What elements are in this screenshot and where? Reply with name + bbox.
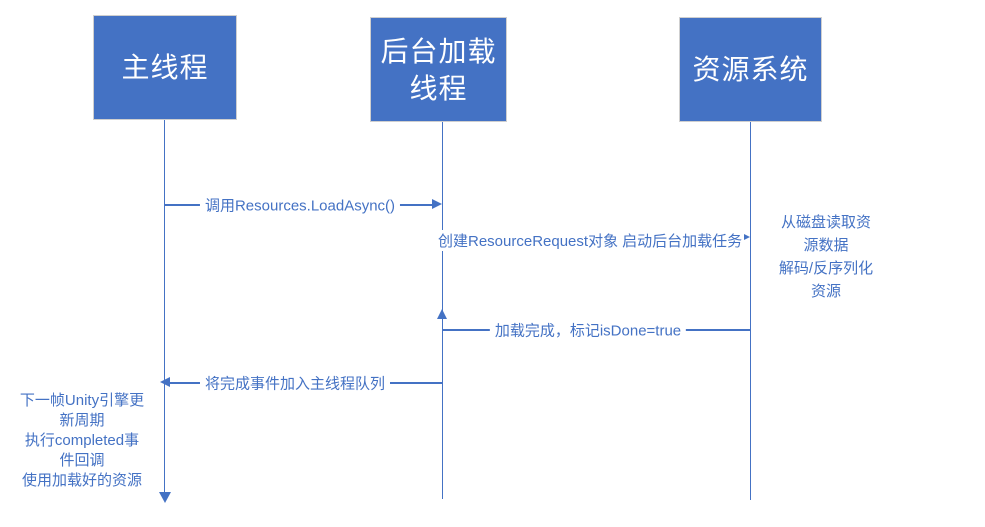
note-line: 源数据	[803, 237, 849, 254]
actor-background-thread-label: 后台加载线程	[380, 35, 497, 104]
message-label-group-background-start: 创建ResourceRequest对象 启动后台加载任务	[436, 230, 745, 251]
actor-resource-system: 资源系统	[679, 17, 822, 122]
message-label-enqueue-event: 将完成事件加入主线程队列	[199, 372, 391, 394]
note-line: 下一帧Unity引擎更	[19, 392, 145, 409]
message-label-create-request: 创建ResourceRequest对象	[436, 230, 621, 251]
note-line: 使用加载好的资源	[21, 472, 142, 489]
message-label-start-background-task: 启动后台加载任务	[620, 230, 745, 251]
note-line: 新周期	[59, 412, 105, 429]
actor-background-thread: 后台加载线程	[370, 17, 507, 122]
arrowhead-left-icon	[160, 377, 170, 387]
arrowhead-right-icon	[432, 199, 442, 209]
message-label-load-complete: 加载完成，标记isDone=true	[489, 319, 687, 341]
note-line: 件回调	[59, 452, 105, 469]
message-elbow-load-complete	[441, 317, 443, 330]
actor-resource-system-label: 资源系统	[692, 54, 809, 85]
lifeline-resource-system	[749, 122, 751, 500]
note-line: 从磁盘读取资	[780, 214, 872, 231]
note-main-thread-activity: 下一帧Unity引擎更 新周期 执行completed事 件回调 使用加载好的资…	[20, 391, 144, 491]
arrowhead-right-icon	[740, 232, 750, 242]
note-line: 资源	[810, 283, 842, 300]
note-line: 执行completed事	[24, 432, 140, 449]
arrowhead-up-icon	[436, 309, 447, 319]
arrowhead-down-icon	[158, 492, 171, 503]
message-label-call-load-async: 调用Resources.LoadAsync()	[199, 194, 401, 216]
note-line: 解码/反序列化	[778, 260, 874, 277]
actor-main-thread-label: 主线程	[121, 52, 209, 83]
lifeline-main-thread	[163, 120, 165, 492]
actor-main-thread: 主线程	[93, 15, 237, 120]
note-resource-system-activity: 从磁盘读取资 源数据 解码/反序列化 资源	[779, 211, 873, 303]
